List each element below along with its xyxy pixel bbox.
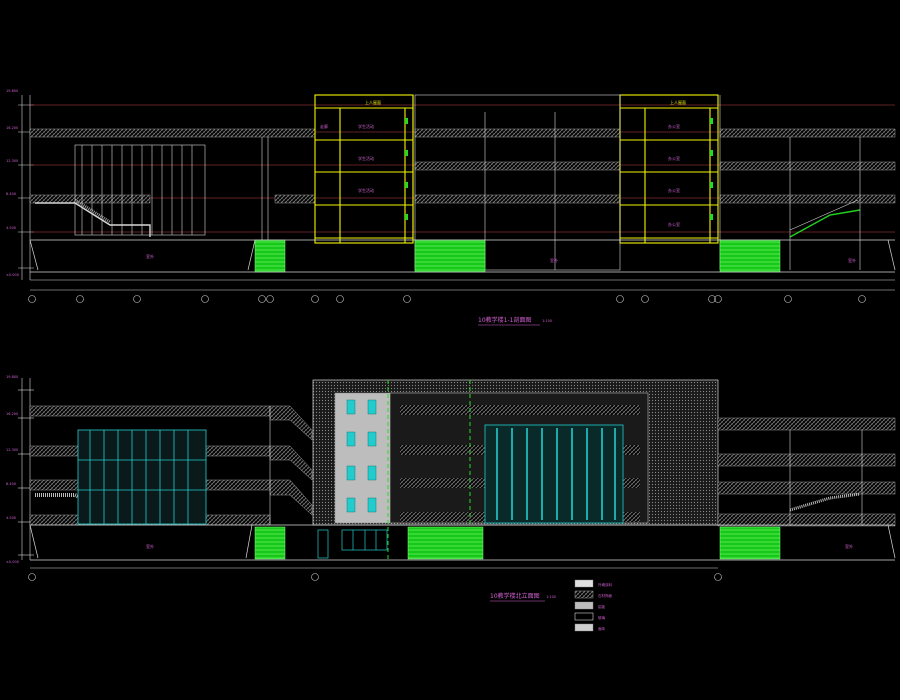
room-label: 走廊	[320, 123, 328, 129]
legend-label: 玻璃	[598, 615, 606, 620]
elevation-curtain-wall	[484, 424, 624, 524]
elevation-pier-windows	[346, 399, 377, 513]
section-ground	[29, 239, 896, 273]
section-room-labels: 上人屋面 上人屋面 走廊 学生活动 学生活动 学生活动 办公室 办公室 办公室 …	[320, 99, 686, 227]
level-label: 4.500	[6, 226, 16, 230]
elevation-ground	[29, 524, 896, 561]
elevation-axis-bubbles	[28, 573, 722, 581]
legend-label: 面砖	[598, 626, 606, 631]
room-label: 办公室	[668, 123, 680, 129]
level-label: 8.400	[6, 482, 16, 486]
section-landscape	[254, 239, 781, 273]
level-label: 12.300	[6, 448, 18, 452]
roof-label: 上人屋面	[670, 99, 686, 105]
level-label: 19.800	[6, 89, 18, 93]
elevation-curtain-mullions	[496, 428, 616, 520]
level-label: 4.500	[6, 516, 16, 520]
elevation-entrance	[317, 529, 388, 559]
level-label: 16.200	[6, 412, 18, 416]
level-label: ±0.000	[6, 560, 19, 564]
section-floor-slabs	[29, 128, 896, 204]
section-core-openings	[405, 118, 713, 220]
ground-label: 室外	[146, 253, 154, 259]
room-label: 办公室	[668, 187, 680, 193]
elevation-title: 10教学楼北立面图	[490, 592, 540, 600]
legend-label: 铝板	[598, 604, 606, 609]
level-label: 12.300	[6, 159, 18, 163]
section-scale: 1:100	[542, 319, 552, 323]
section-left-facade	[74, 137, 269, 270]
legend-swatch	[574, 612, 594, 621]
section-core-left	[314, 94, 414, 244]
elevation-ground-labels: 室外 室外	[146, 543, 853, 549]
ground-label: 室外	[550, 257, 558, 263]
roof-label: 上人屋面	[365, 99, 381, 105]
legend-swatch	[574, 623, 594, 632]
level-label: 16.200	[6, 126, 18, 130]
room-label: 办公室	[668, 155, 680, 161]
level-label: ±0.000	[6, 273, 19, 277]
section-left-stair	[35, 202, 151, 237]
section-dimensions	[30, 279, 895, 291]
room-label: 学生活动	[358, 123, 374, 129]
legend-label: 外墙涂料	[598, 582, 612, 587]
elevation-landscape	[254, 526, 781, 560]
legend-label: 石材饰面	[598, 593, 612, 598]
section-ground-labels: 室外 室外 室外	[146, 253, 856, 263]
level-label: 8.400	[6, 192, 16, 196]
room-label: 学生活动	[358, 187, 374, 193]
elevation-glass-screen	[77, 429, 207, 525]
elevation-level-labels: 19.800 16.200 12.300 8.400 4.500 ±0.000	[6, 375, 19, 564]
elevation-drawing: 19.800 16.200 12.300 8.400 4.500 ±0.000	[6, 375, 896, 632]
ground-label: 室外	[845, 543, 853, 549]
level-label: 19.800	[6, 375, 18, 379]
room-label: 办公室	[668, 221, 680, 227]
legend-swatch	[574, 579, 594, 588]
section-level-labels: 19.800 16.200 12.300 8.400 4.500 ±0.000	[6, 89, 19, 277]
section-right-stair	[789, 209, 861, 238]
section-drawing: 19.800 16.200 12.300 8.400 4.500 ±0.000	[6, 89, 896, 326]
elevation-right-wing	[717, 417, 896, 527]
ground-label: 室外	[848, 257, 856, 263]
material-legend: 外墙涂料 石材饰面 铝板 玻璃 面砖	[574, 579, 612, 632]
section-title: 10教学楼1-1剖面图	[478, 316, 531, 324]
section-level-axis	[18, 95, 34, 280]
legend-swatch	[574, 590, 594, 599]
section-axis-bubbles	[28, 295, 866, 303]
ground-label: 室外	[146, 543, 154, 549]
elevation-scale: 1:100	[546, 595, 556, 599]
legend-swatch	[574, 601, 594, 610]
section-core-right	[619, 94, 719, 244]
room-label: 学生活动	[358, 155, 374, 161]
